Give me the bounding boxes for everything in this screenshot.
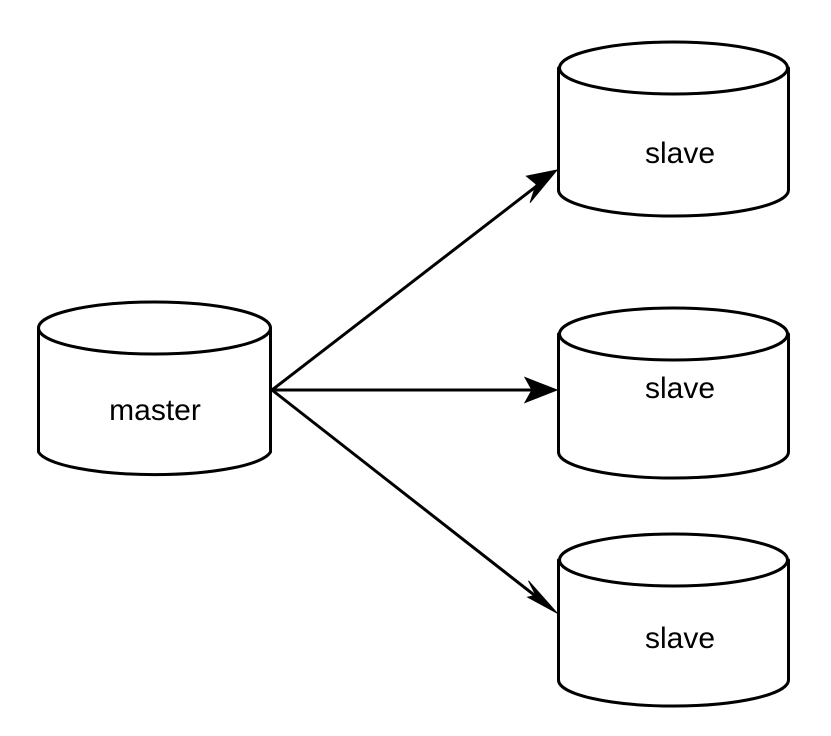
- node-slave-3[interactable]: slave: [557, 532, 790, 708]
- node-label: slave: [645, 372, 715, 405]
- arrowhead-icon: [526, 580, 558, 614]
- cylinder-top: [558, 40, 789, 96]
- node-master[interactable]: master: [37, 300, 272, 477]
- cylinder-top: [37, 300, 272, 356]
- arrowhead-icon: [525, 169, 559, 203]
- edge-master-to-slave-1[interactable]: [271, 169, 559, 392]
- cylinder-body: [557, 66, 790, 218]
- edge-line: [271, 388, 538, 598]
- edge-master-to-slave-3[interactable]: [271, 388, 558, 614]
- edge-line: [271, 184, 538, 392]
- cylinder-body: [557, 558, 790, 708]
- node-label: master: [109, 394, 201, 427]
- cylinder-top: [558, 532, 789, 588]
- node-slave-1[interactable]: slave: [557, 40, 790, 218]
- node-slave-2[interactable]: slave: [557, 306, 790, 480]
- edge-master-to-slave-2[interactable]: [272, 376, 559, 404]
- node-label: slave: [645, 622, 715, 655]
- node-label: slave: [645, 137, 715, 170]
- cylinder-body: [557, 332, 790, 480]
- cylinder-body: [37, 326, 272, 477]
- arrowhead-icon: [523, 376, 559, 404]
- cylinder-top: [558, 306, 789, 362]
